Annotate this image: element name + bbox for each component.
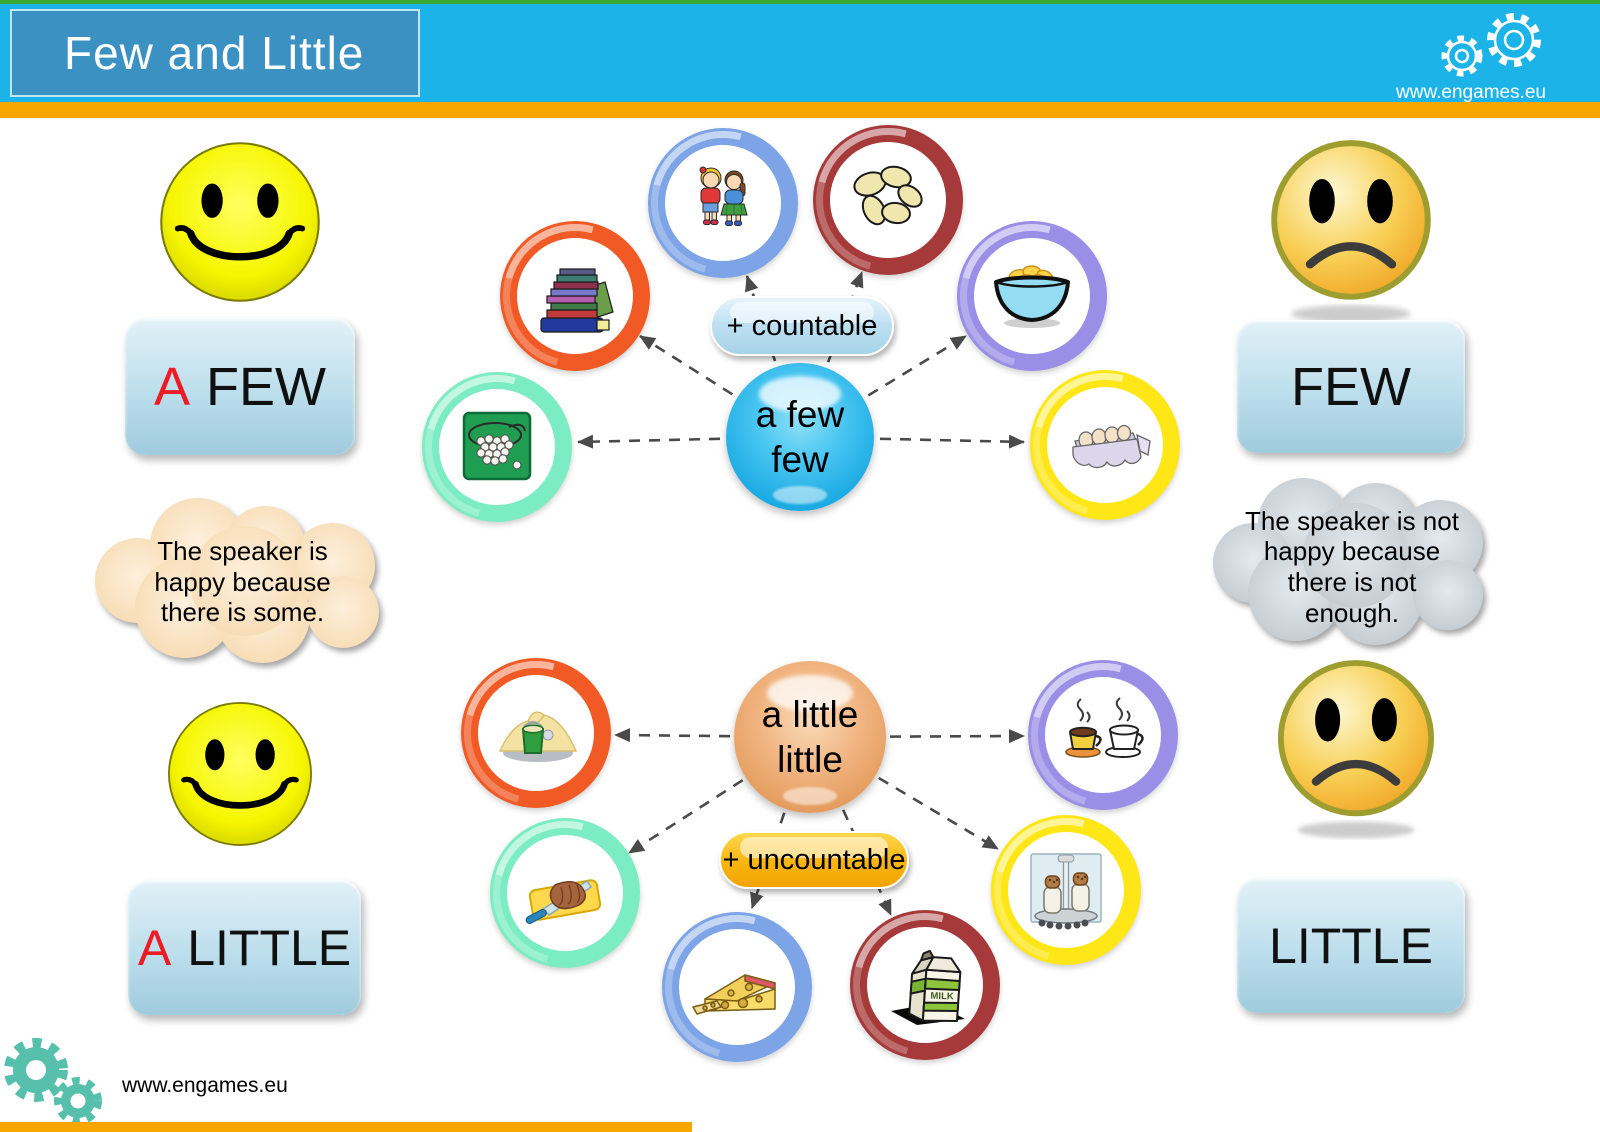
sad-smiley-bottom <box>1277 660 1435 839</box>
a-little-word: LITTLE <box>187 919 352 976</box>
header-website: www.engames.eu <box>1396 82 1546 103</box>
coffee-icon <box>1065 697 1144 758</box>
crisps-icon <box>853 165 923 226</box>
milk-icon: MILK <box>891 949 965 1025</box>
ring-eggs <box>1030 370 1180 520</box>
footer-gears-icon <box>4 1038 102 1125</box>
bowl-of-crisps-icon <box>994 265 1070 328</box>
meat-icon <box>525 879 602 924</box>
a-few-word: FEW <box>206 356 326 417</box>
bubble-a-little: a little little <box>734 661 886 813</box>
cloud-text-left: The speaker is happy because there is so… <box>154 535 331 628</box>
golf-balls-icon <box>462 411 532 481</box>
label-few: FEW <box>1237 320 1465 453</box>
bubble-a-few-line2: few <box>771 439 829 480</box>
footer-website: www.engames.eu <box>122 1074 288 1097</box>
label-little: LITTLE <box>1237 878 1465 1013</box>
happy-smiley-top <box>160 142 320 302</box>
a-few-article: A <box>153 356 191 417</box>
happy-smiley-bottom <box>168 702 312 846</box>
sad-smiley-top <box>1271 140 1431 323</box>
tag-countable: + countable <box>710 296 894 356</box>
speech-cloud-few: The speaker is not happy because there i… <box>1213 478 1491 656</box>
ring-crisps <box>813 125 963 275</box>
label-a-little: A LITTLE <box>128 880 361 1015</box>
a-little-article: A <box>137 919 172 976</box>
page-title: Few and Little <box>64 27 365 79</box>
ring-children <box>648 128 798 278</box>
cloud-text-right: The speaker is not happy because there i… <box>1245 505 1459 628</box>
top-accent-line <box>0 0 1600 4</box>
ring-golf-balls <box>422 372 572 522</box>
gears-icon <box>1441 13 1541 77</box>
cheese-icon <box>692 974 776 1015</box>
tag-uncountable: + uncountable <box>719 831 909 889</box>
few-word: FEW <box>1291 356 1411 417</box>
label-a-few: A FEW <box>125 318 355 455</box>
ring-meat <box>490 818 640 968</box>
speech-cloud-a-few: The speaker is happy because there is so… <box>95 498 390 666</box>
eggs-icon <box>1072 424 1151 469</box>
ring-coffee <box>1028 660 1178 810</box>
cloud-shape <box>1213 478 1491 656</box>
bubble-a-few-line1: a few <box>755 393 845 435</box>
accent-stripe <box>0 102 1600 118</box>
footer-accent-bar <box>0 1122 692 1132</box>
header-bar: Few and Little www.engames.eu <box>0 4 1600 103</box>
bubble-a-few: a few few <box>726 363 874 511</box>
cloud-shape <box>95 498 390 666</box>
sand-icon <box>498 711 578 762</box>
ring-sand <box>461 658 611 808</box>
ring-books <box>500 221 650 371</box>
ring-milk: MILK <box>850 910 1000 1060</box>
salt-and-pepper-icon <box>1030 853 1102 930</box>
ring-salt-and-pepper <box>991 815 1141 965</box>
children-icon <box>699 166 748 226</box>
books-icon <box>540 268 614 333</box>
ring-cheese <box>662 912 812 1062</box>
bubble-a-little-line1: a little <box>761 693 859 735</box>
bubble-a-little-line2: little <box>777 739 843 780</box>
title-box: Few and Little <box>10 9 420 97</box>
little-word: LITTLE <box>1269 917 1433 974</box>
milk-label: MILK <box>930 991 954 1003</box>
ring-bowl-of-crisps <box>957 221 1107 371</box>
